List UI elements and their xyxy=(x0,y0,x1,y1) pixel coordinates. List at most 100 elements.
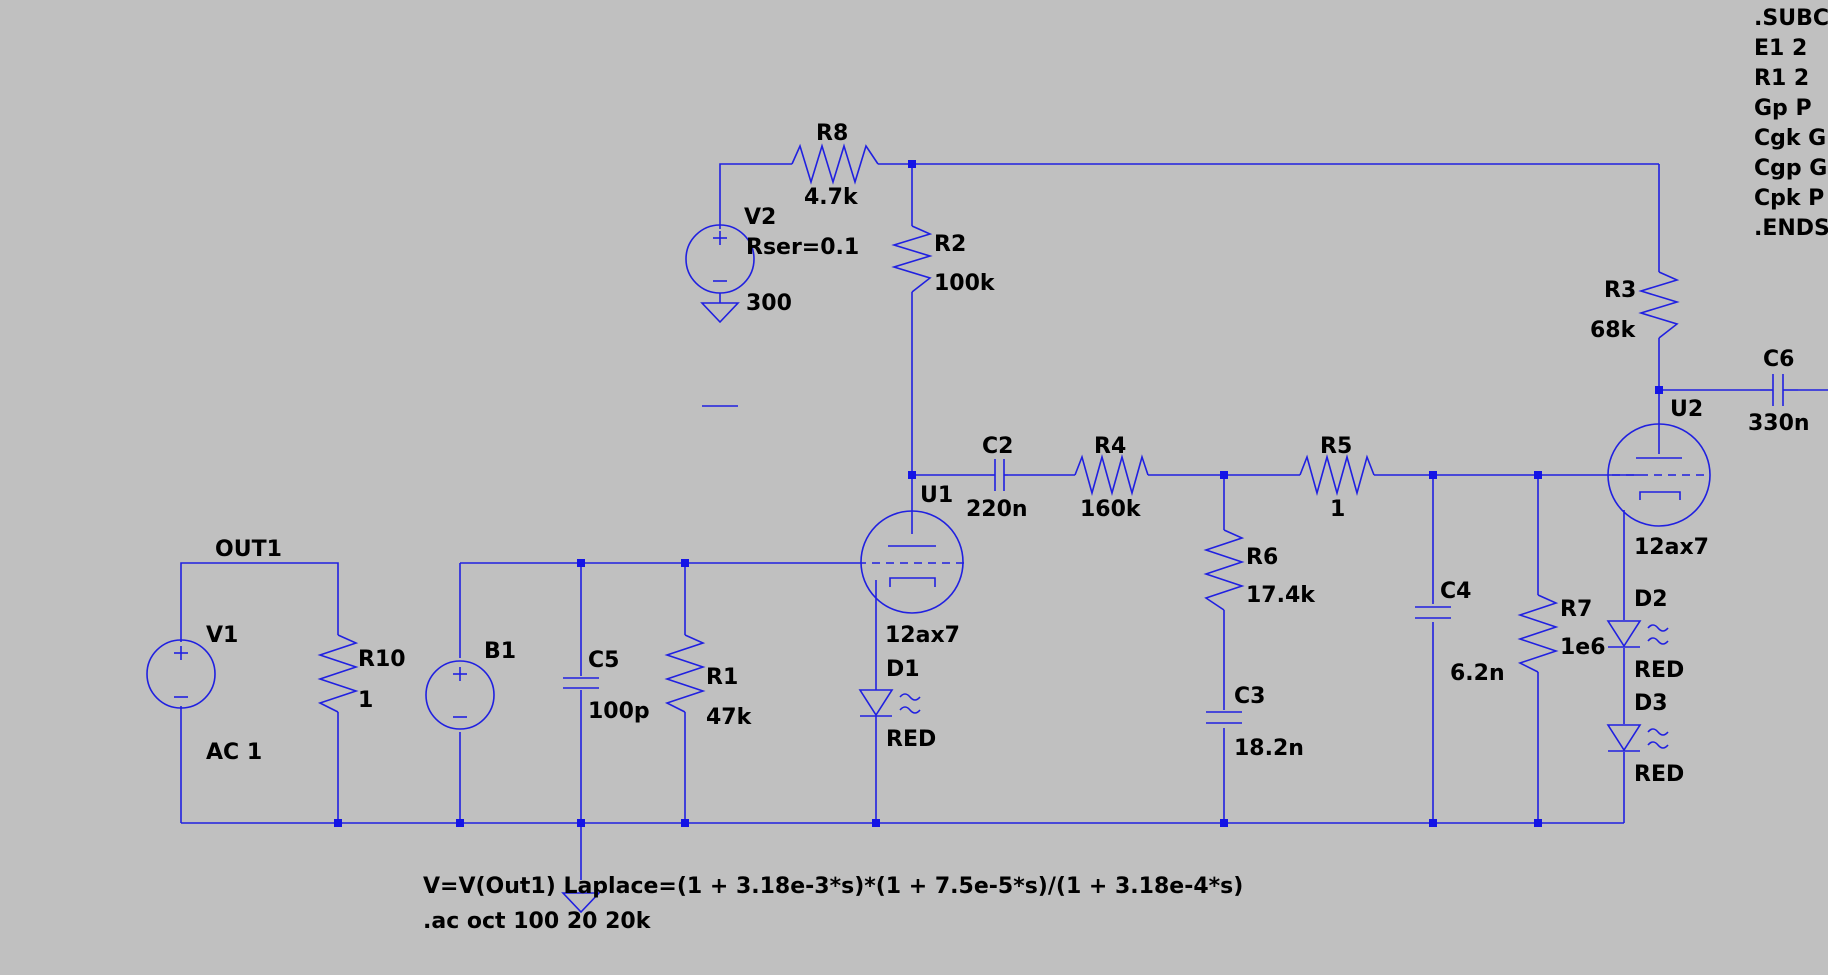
component-name: R10 xyxy=(358,647,406,672)
wire[interactable] xyxy=(180,562,339,642)
ground-symbol xyxy=(700,302,740,324)
voltage-source-v2[interactable]: V2 Rser=0.1 300 xyxy=(685,205,859,324)
resistor-symbol xyxy=(1299,454,1375,496)
component-value: 47k xyxy=(706,705,753,730)
tube-cathode xyxy=(889,577,936,587)
component-name: R1 xyxy=(706,665,738,690)
component-name: R8 xyxy=(816,121,848,146)
directive-line: Cpk P xyxy=(1754,186,1824,211)
capacitor-c3[interactable]: C3 18.2n xyxy=(1206,684,1304,761)
subcircuit-directive: .SUBC E1 2 R1 2 Gp P Cgk G Cgp G Cpk P .… xyxy=(1754,6,1828,241)
diode-symbol xyxy=(1606,620,1642,648)
resistor-r5[interactable]: R5 1 xyxy=(1299,434,1375,522)
light-emission-icon xyxy=(899,693,921,714)
component-name: C6 xyxy=(1763,347,1794,372)
directive-line: E1 2 xyxy=(1754,36,1807,61)
tube-cathode xyxy=(1639,491,1681,500)
component-value: RED xyxy=(886,727,936,752)
component-name: R3 xyxy=(1604,278,1636,303)
led-d1[interactable]: D1 RED xyxy=(858,657,936,752)
junction-dot xyxy=(1429,819,1437,827)
behavioral-source-b1[interactable]: B1 xyxy=(425,639,516,730)
resistor-symbol xyxy=(664,634,706,713)
led-d2[interactable]: D2 RED xyxy=(1606,587,1684,683)
component-value: 17.4k xyxy=(1246,583,1316,608)
component-value: 18.2n xyxy=(1234,736,1304,761)
resistor-r6[interactable]: R6 17.4k xyxy=(1203,529,1316,611)
component-value: 160k xyxy=(1080,497,1142,522)
resistor-r7[interactable]: R7 1e6 xyxy=(1517,594,1606,673)
directive-line: .ENDS xyxy=(1754,216,1828,241)
junction-dot xyxy=(577,559,585,567)
voltage-source-v1[interactable]: V1 AC 1 xyxy=(146,623,262,765)
junction-dot xyxy=(577,819,585,827)
component-value: 1e6 xyxy=(1560,635,1606,660)
component-value: 330n xyxy=(1748,411,1810,436)
resistor-r2[interactable]: R2 100k xyxy=(891,225,996,296)
component-value: 6.2n xyxy=(1450,661,1505,686)
ground-symbol xyxy=(561,892,601,914)
directive-line: Gp P xyxy=(1754,96,1812,121)
component-value: 300 xyxy=(746,291,792,316)
component-value: RED xyxy=(1634,762,1684,787)
component-value: 1 xyxy=(1330,497,1345,522)
led-d3[interactable]: D3 RED xyxy=(1606,691,1684,787)
triode-u1[interactable]: U1 12ax7 xyxy=(858,483,964,648)
component-name: C4 xyxy=(1440,579,1471,604)
resistor-symbol xyxy=(891,225,933,293)
component-name: C3 xyxy=(1234,684,1265,709)
capacitor-c5[interactable]: C5 100p xyxy=(563,648,650,724)
diode-symbol xyxy=(858,689,894,717)
directive-line: R1 2 xyxy=(1754,66,1809,91)
resistor-symbol xyxy=(1074,454,1149,496)
component-value: AC 1 xyxy=(206,740,262,765)
source-symbol xyxy=(425,660,495,730)
resistor-symbol xyxy=(1638,271,1680,339)
resistor-symbol xyxy=(1517,594,1559,673)
component-value: 1 xyxy=(358,688,373,713)
source-symbol xyxy=(146,639,216,709)
component-value: 100p xyxy=(588,699,650,724)
component-name: R5 xyxy=(1320,434,1352,459)
junction-dot xyxy=(1429,471,1437,479)
component-name: R2 xyxy=(934,232,966,257)
resistor-r1[interactable]: R1 47k xyxy=(664,634,753,730)
component-value: 12ax7 xyxy=(1634,535,1709,560)
component-value: 12ax7 xyxy=(885,623,960,648)
component-name: D2 xyxy=(1634,587,1668,612)
junction-dot xyxy=(908,160,916,168)
component-name: B1 xyxy=(484,639,516,664)
component-name: R6 xyxy=(1246,545,1278,570)
component-name: V2 xyxy=(744,205,776,230)
component-value: 68k xyxy=(1590,318,1637,343)
resistor-r10[interactable]: R10 1 xyxy=(317,634,406,713)
junction-dot xyxy=(1534,471,1542,479)
junction-dot xyxy=(1534,819,1542,827)
resistor-r8[interactable]: R8 4.7k xyxy=(791,121,879,210)
resistor-symbol xyxy=(1203,529,1245,611)
junction-dot xyxy=(1220,471,1228,479)
resistor-r3[interactable]: R3 68k xyxy=(1590,271,1680,343)
wire[interactable] xyxy=(719,163,792,229)
component-value: 4.7k xyxy=(804,185,859,210)
junction-dot xyxy=(334,819,342,827)
tube-envelope xyxy=(860,510,964,614)
diode-symbol xyxy=(1606,724,1642,752)
capacitor-c2[interactable]: C2 220n xyxy=(966,434,1028,522)
junction-dot xyxy=(1220,819,1228,827)
component-value: 220n xyxy=(966,497,1028,522)
triode-u2[interactable]: U2 12ax7 xyxy=(1607,397,1711,560)
resistor-r4[interactable]: R4 160k xyxy=(1074,434,1149,522)
junction-dot xyxy=(1655,386,1663,394)
directive-line: Cgk G xyxy=(1754,126,1826,151)
component-name: D3 xyxy=(1634,691,1668,716)
wires xyxy=(180,163,1828,880)
capacitor-c6[interactable]: C6 330n xyxy=(1748,347,1810,436)
junction-dot xyxy=(456,819,464,827)
component-name: U2 xyxy=(1670,397,1703,422)
net-label-out1: OUT1 xyxy=(215,537,282,562)
light-emission-icon xyxy=(1647,624,1669,645)
capacitor-c4[interactable]: C4 6.2n xyxy=(1415,579,1505,686)
analysis-directive: .ac oct 100 20 20k xyxy=(423,909,652,934)
